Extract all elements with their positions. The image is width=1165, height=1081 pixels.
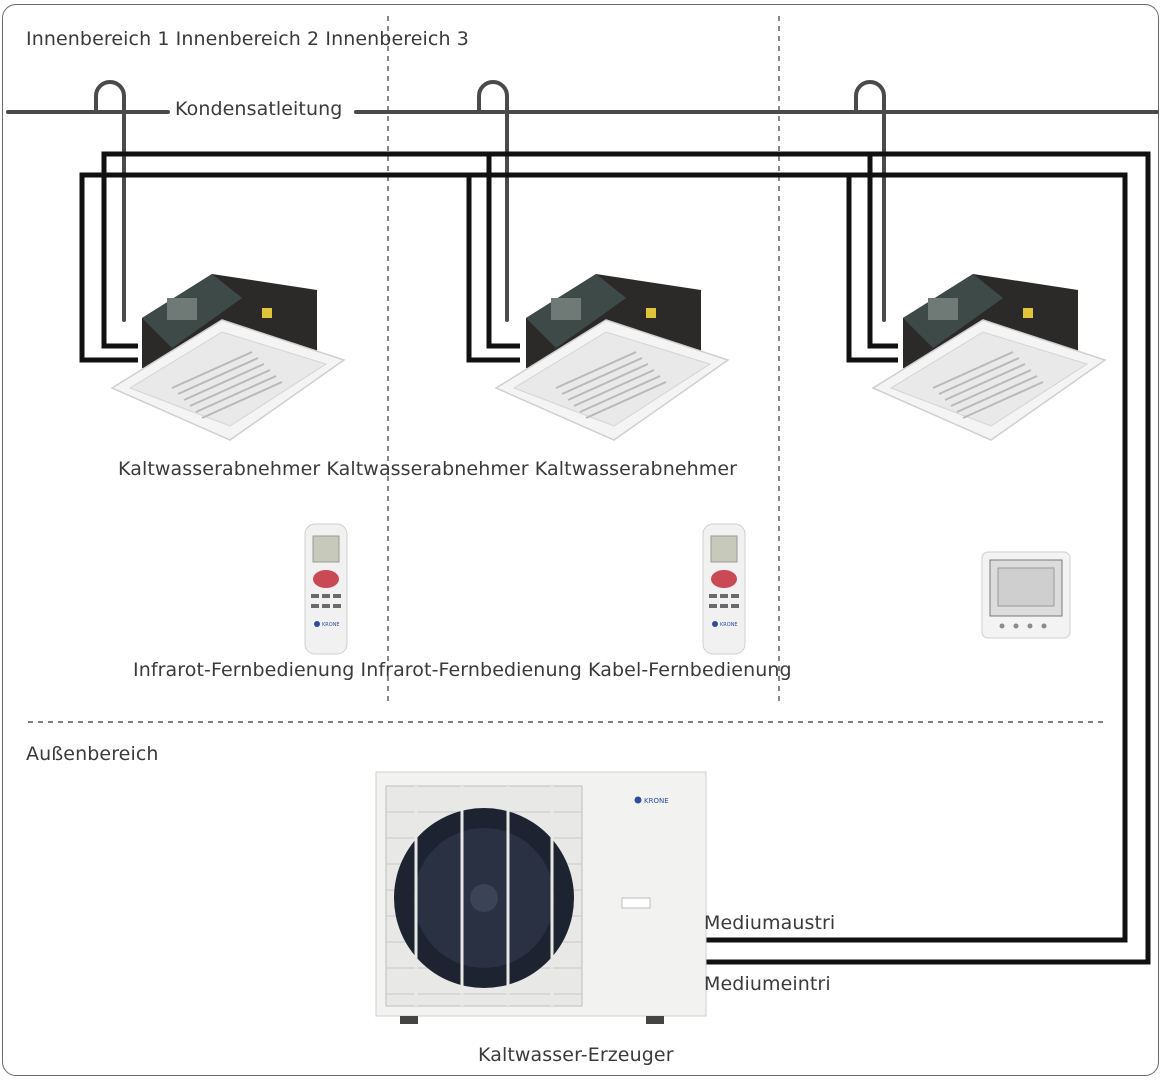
condensate-line	[6, 80, 1159, 322]
ir-remote-1: KRONE	[304, 523, 348, 655]
ir-remote-2: KRONE	[702, 523, 746, 655]
indoor-zone-labels: Innenbereich 1 Innenbereich 2 Innenberei…	[26, 28, 469, 50]
chiller-label: Kaltwasser-Erzeuger	[478, 1044, 674, 1066]
cassette-unit-3	[871, 274, 1107, 441]
cassette-unit-1	[110, 274, 346, 441]
medium-out-label: Mediumaustri	[704, 912, 836, 934]
medium-out-line	[79, 172, 1128, 943]
medium-in-label: Mediumeintri	[704, 973, 831, 995]
chiller-brand: KRONE	[644, 797, 669, 805]
zone-dividers	[28, 16, 1108, 723]
controller-labels: Infrarot-Fernbedienung Infrarot-Fernbedi…	[133, 659, 792, 681]
remote-brand-1: KRONE	[322, 622, 340, 628]
medium-lines	[79, 151, 1151, 965]
cassette-unit-2	[494, 274, 730, 441]
indoor-unit-labels: Kaltwasserabnehmer Kaltwasserabnehmer Ka…	[118, 458, 738, 480]
diagram-frame	[2, 4, 1159, 1076]
cassette-units	[110, 274, 1107, 441]
medium-in-line	[101, 151, 1151, 965]
remote-brand-2: KRONE	[720, 622, 738, 628]
outdoor-zone-label: Außenbereich	[26, 743, 159, 765]
wired-controller	[981, 551, 1071, 639]
condensate-label: Kondensatleitung	[175, 98, 343, 120]
chiller-unit: KRONE	[375, 771, 707, 1024]
